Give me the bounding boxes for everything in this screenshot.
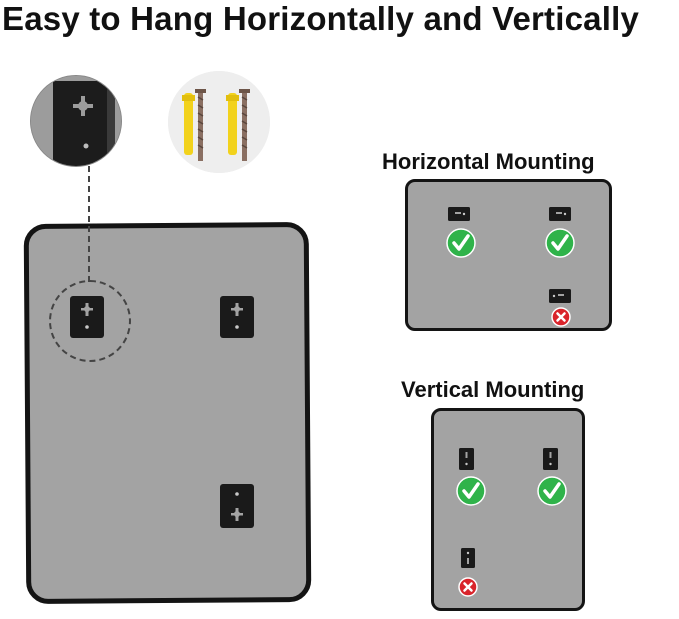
headline: Easy to Hang Horizontally and Vertically [2,0,640,37]
keyhole-bracket-icon [448,207,470,221]
keyhole-bracket-icon [543,448,558,470]
keyhole-bracket-icon [220,484,254,528]
keyhole-bracket-icon [220,296,254,338]
wall-anchor-icon [168,71,270,173]
bracket-closeup-thumb [30,75,122,167]
cross-icon [458,577,478,597]
mirror-illustration [23,222,312,604]
keyhole-bracket-icon [459,448,474,470]
horizontal-mounting-title: Horizontal Mounting [382,149,595,174]
cross-icon [551,307,571,327]
vertical-mounting-title: Vertical Mounting [401,377,585,402]
check-icon [446,228,476,258]
hardware-thumb [168,71,270,173]
vertical-mounting-diagram [431,408,585,611]
callout-line [88,166,90,282]
check-icon [456,476,486,506]
keyhole-bracket-icon [549,207,571,221]
keyhole-bracket-icon [31,76,121,166]
keyhole-bracket-icon [461,548,475,568]
check-icon [537,476,567,506]
callout-circle [49,280,131,362]
check-icon [545,228,575,258]
horizontal-mounting-diagram [405,179,612,331]
keyhole-bracket-icon [549,289,571,303]
